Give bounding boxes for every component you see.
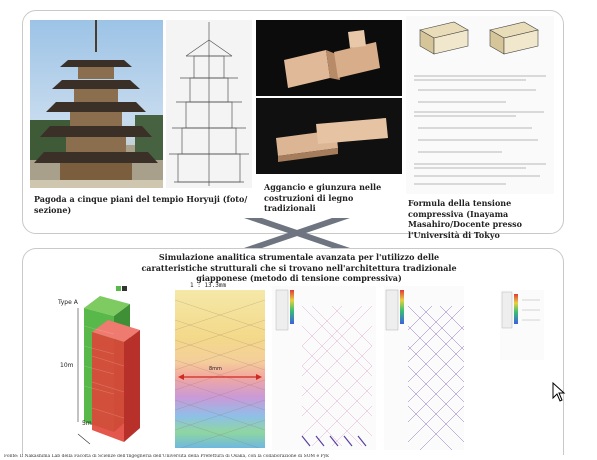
lattice-plot-1: [272, 286, 376, 450]
formula-figure: [406, 16, 554, 194]
stress-mesh-plot: [174, 290, 266, 451]
formula-caption: Formula della tensione compressiva (Inay…: [408, 198, 522, 240]
span-label: 8mm: [209, 366, 222, 372]
dimension-arrow: [178, 374, 262, 380]
pagoda-caption: Pagoda a cinque piani del tempio Horyuji…: [34, 194, 248, 215]
dimension-5m-label: 5m: [82, 420, 92, 427]
lattice-plot-2: [384, 286, 465, 451]
cross-separator-icon: [244, 218, 350, 248]
3d-block-model: [77, 286, 140, 445]
joint-caption: Aggancio e giunzura nelle costruzioni di…: [264, 182, 382, 213]
pagoda-section-drawing: [166, 20, 252, 188]
source-footnote: Fonte: Il Nakashima Lab della Facoltà di…: [4, 454, 329, 459]
joint-photo-top: [256, 20, 402, 96]
scale-label: 1 : 13.3mm: [190, 282, 227, 289]
bottom-panel: [22, 248, 564, 455]
type-a-label: Type A: [58, 299, 78, 306]
lattice-plot-3: [500, 290, 544, 360]
dimension-10m-label: 10m: [60, 362, 74, 369]
joint-photo-bottom: [256, 98, 402, 174]
pagoda-photo: [30, 20, 163, 188]
simulation-title: Simulazione analitica strumentale avanza…: [141, 252, 457, 283]
mouse-cursor-icon: [552, 382, 566, 402]
